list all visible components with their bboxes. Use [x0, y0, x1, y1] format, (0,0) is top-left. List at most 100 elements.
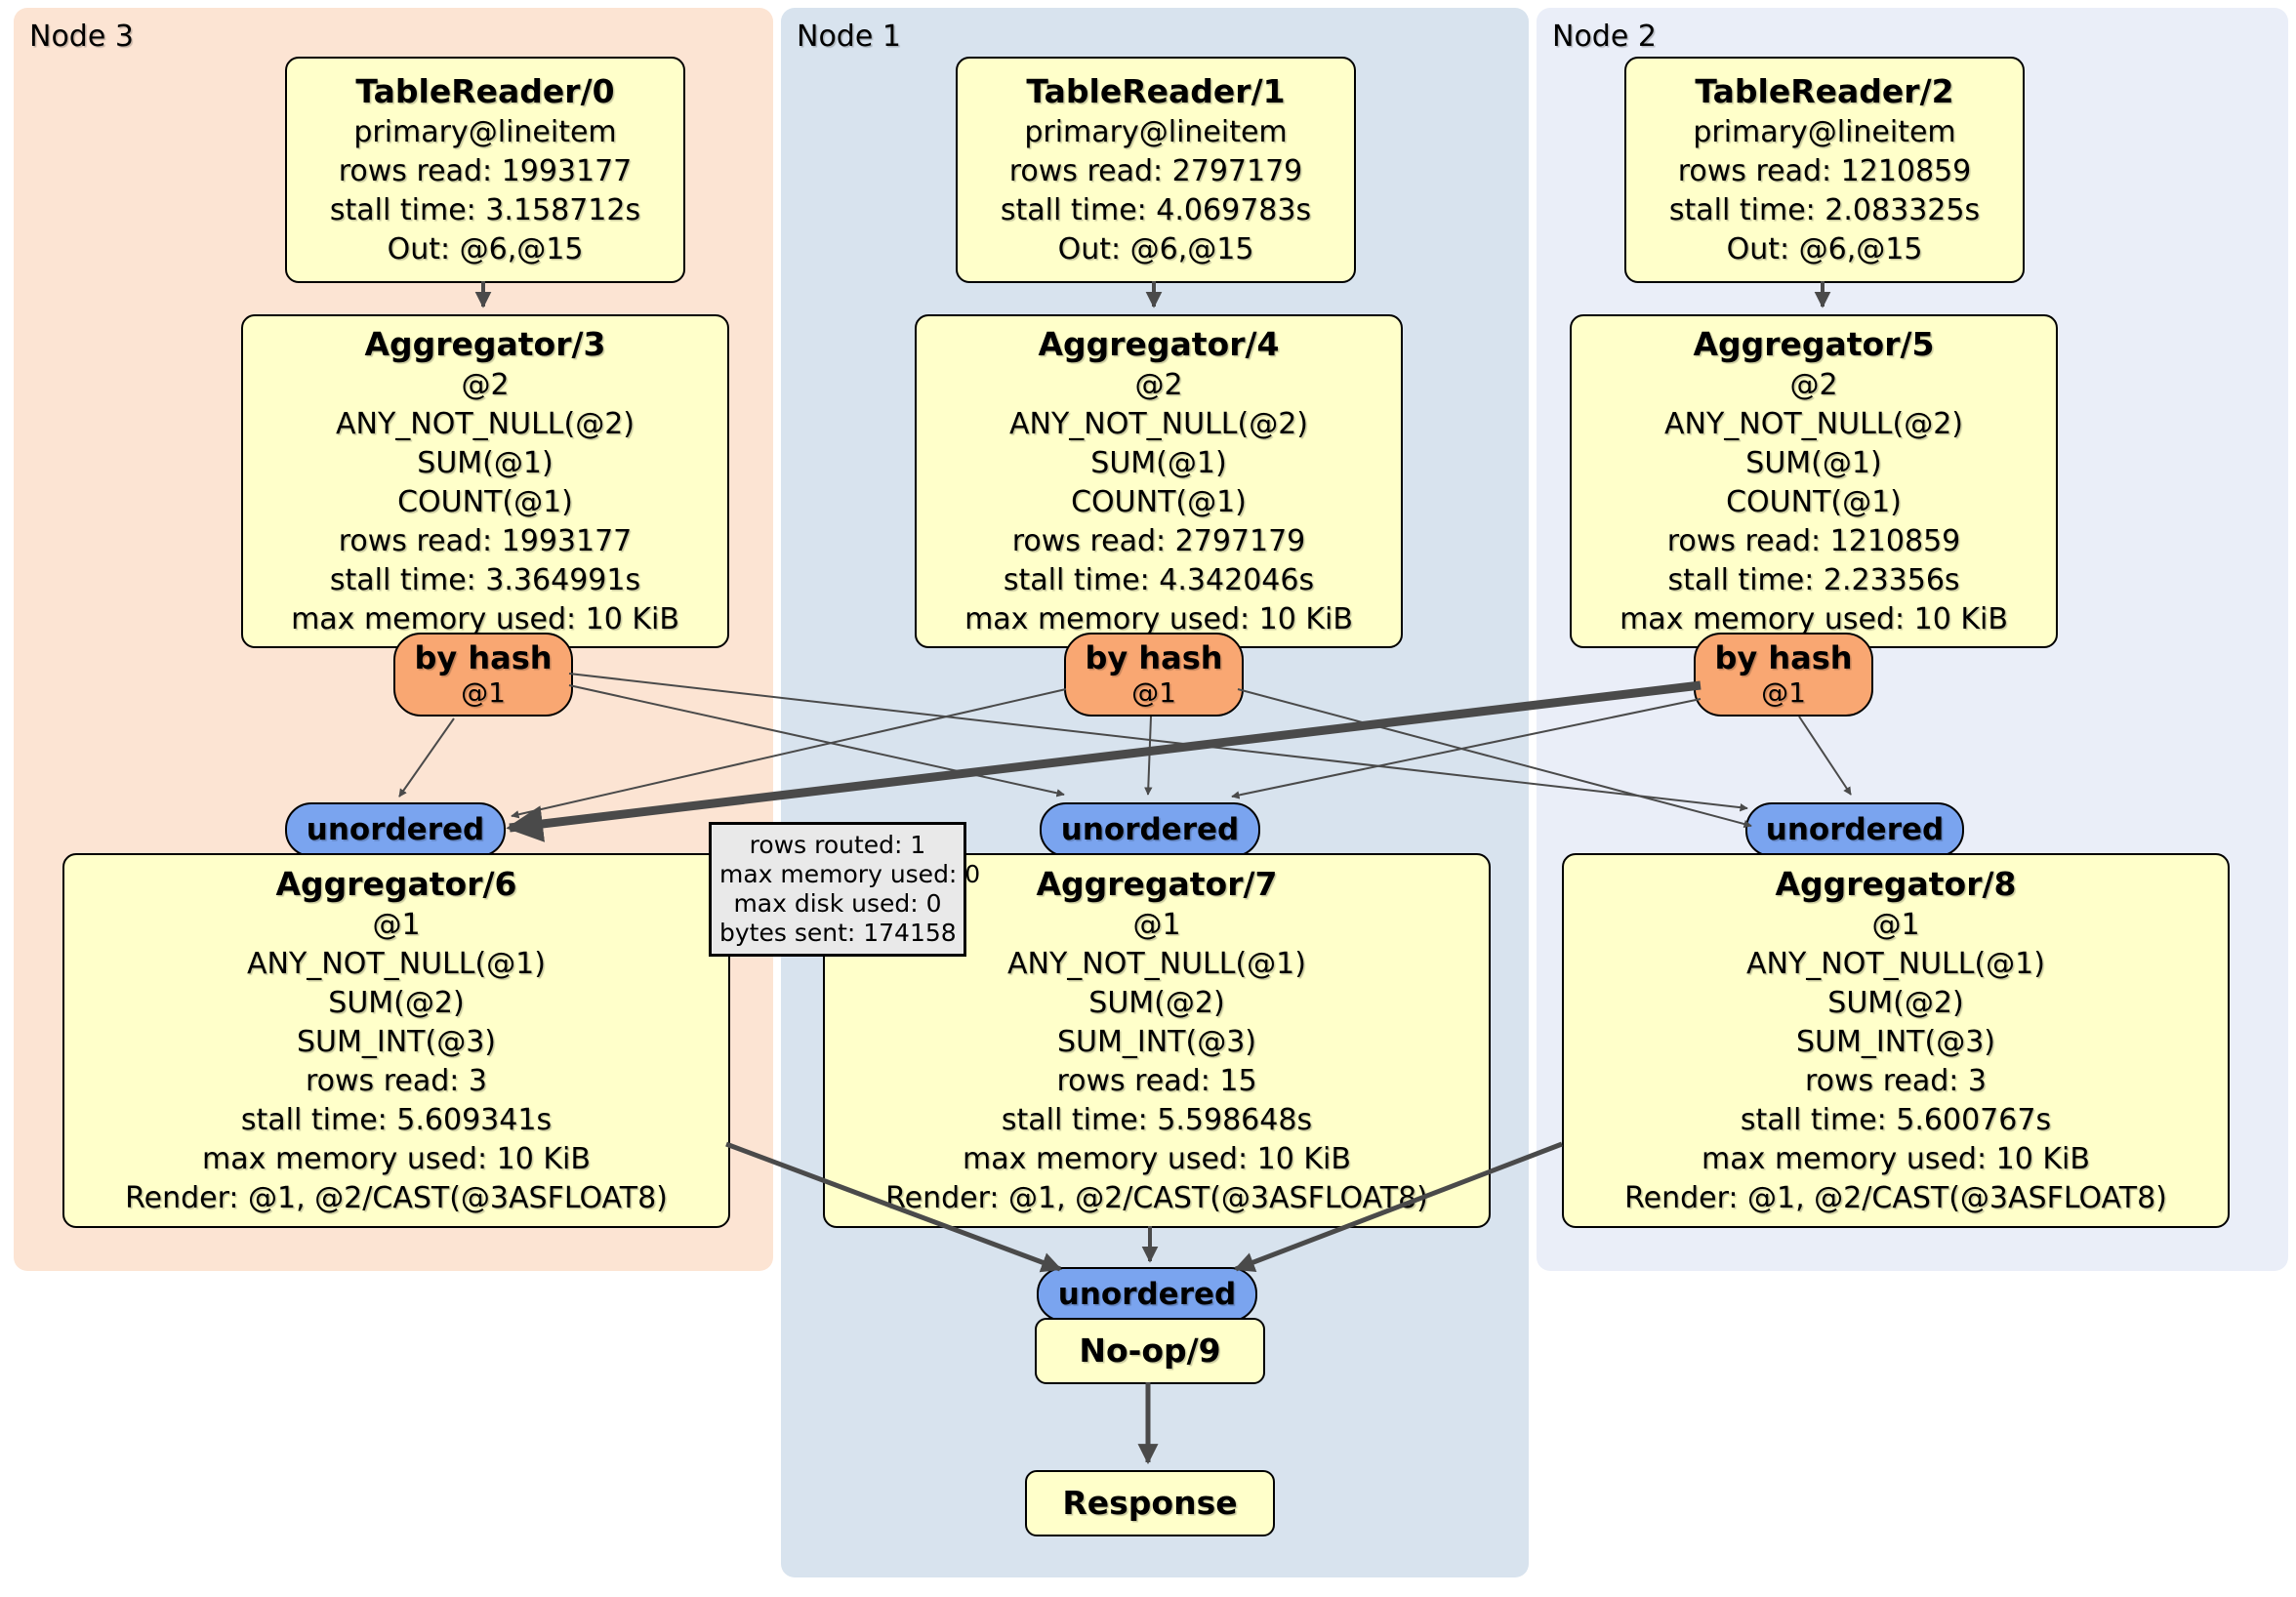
- processor-title: No-op/9: [1079, 1331, 1221, 1370]
- box-line: stall time: 4.342046s: [1003, 563, 1315, 597]
- box-line: @2: [461, 368, 510, 402]
- processor-tablereader-2: TableReader/2 primary@lineitem rows read:…: [1624, 57, 2025, 283]
- box-line: stall time: 4.069783s: [1000, 193, 1312, 227]
- box-line: SUM(@1): [1745, 446, 1882, 480]
- box-line: COUNT(@1): [397, 485, 573, 519]
- sync-unordered-node2: unordered: [1745, 802, 1964, 857]
- box-line: rows read: 2797179: [1011, 524, 1306, 558]
- box-line: Out: @6,@15: [387, 232, 584, 266]
- box-line: SUM(@2): [1827, 986, 1964, 1020]
- router-by-hash-3: by hash @1: [393, 633, 573, 717]
- processor-tablereader-0: TableReader/0 primary@lineitem rows read:…: [285, 57, 685, 283]
- sync-unordered-final: unordered: [1037, 1267, 1257, 1322]
- box-line: @2: [1134, 368, 1183, 402]
- router-label: by hash: [1085, 639, 1223, 676]
- router-by-hash-4: by hash @1: [1064, 633, 1244, 717]
- router-label: by hash: [1714, 639, 1853, 676]
- processor-title: Aggregator/4: [1038, 325, 1280, 363]
- box-line: max memory used: 10 KiB: [1620, 602, 2008, 636]
- processor-title: Aggregator/3: [364, 325, 606, 363]
- box-line: rows read: 15: [1056, 1064, 1257, 1098]
- box-line: @1: [1132, 908, 1181, 942]
- sync-unordered-node1: unordered: [1040, 802, 1260, 857]
- box-line: stall time: 5.600767s: [1740, 1103, 2052, 1137]
- box-line: Out: @6,@15: [1057, 232, 1254, 266]
- box-line: max disk used: 0: [733, 889, 942, 918]
- box-line: ANY_NOT_NULL(@1): [1006, 947, 1306, 981]
- box-line: max memory used: 10 KiB: [202, 1142, 591, 1176]
- box-line: rows read: 1993177: [338, 524, 633, 558]
- box-line: Render: @1, @2/CAST(@3ASFLOAT8): [1624, 1181, 2167, 1215]
- box-line: primary@lineitem: [353, 115, 617, 149]
- box-line: bytes sent: 174158: [719, 919, 957, 947]
- router-detail: @1: [1761, 676, 1806, 709]
- router-detail: @1: [461, 676, 506, 709]
- box-line: @2: [1789, 368, 1838, 402]
- box-line: ANY_NOT_NULL(@1): [246, 947, 546, 981]
- box-line: SUM(@2): [328, 986, 465, 1020]
- box-line: SUM(@1): [1090, 446, 1227, 480]
- box-line: stall time: 2.083325s: [1668, 193, 1981, 227]
- box-line: stall time: 5.609341s: [240, 1103, 553, 1137]
- region-label-node-2: Node 2: [1552, 20, 1657, 54]
- router-by-hash-5: by hash @1: [1694, 633, 1873, 717]
- box-line: rows read: 2797179: [1008, 154, 1303, 188]
- processor-title: Aggregator/7: [1036, 865, 1278, 903]
- box-line: max memory used: 10 KiB: [964, 602, 1353, 636]
- box-line: SUM_INT(@3): [296, 1025, 496, 1059]
- box-line: COUNT(@1): [1071, 485, 1247, 519]
- processor-title: Response: [1062, 1484, 1238, 1522]
- region-label-node-1: Node 1: [797, 20, 901, 54]
- processor-details: primary@lineitem rows read: 2797179 stall …: [1001, 113, 1311, 269]
- box-line: @1: [372, 908, 421, 942]
- box-line: rows read: 3: [305, 1064, 487, 1098]
- box-line: max memory used: 10 KiB: [1702, 1142, 2090, 1176]
- box-line: max memory used: 10 KiB: [291, 602, 679, 636]
- box-line: SUM_INT(@3): [1056, 1025, 1256, 1059]
- processor-title: TableReader/2: [1695, 72, 1954, 110]
- box-line: rows routed: 1: [749, 831, 926, 859]
- box-line: primary@lineitem: [1693, 115, 1956, 149]
- region-label-node-3: Node 3: [29, 20, 134, 54]
- processor-title: TableReader/1: [1026, 72, 1286, 110]
- box-line: Out: @6,@15: [1726, 232, 1923, 266]
- box-line: SUM_INT(@3): [1795, 1025, 1995, 1059]
- box-line: @1: [1871, 908, 1920, 942]
- box-line: max memory used: 0: [719, 860, 981, 888]
- box-line: SUM(@2): [1088, 986, 1225, 1020]
- box-line: max memory used: 10 KiB: [963, 1142, 1351, 1176]
- processor-response: Response: [1025, 1470, 1275, 1536]
- box-line: SUM(@1): [417, 446, 554, 480]
- box-line: ANY_NOT_NULL(@1): [1745, 947, 2045, 981]
- box-line: stall time: 3.364991s: [329, 563, 641, 597]
- processor-title: Aggregator/5: [1693, 325, 1935, 363]
- processor-title: TableReader/0: [355, 72, 615, 110]
- router-label: by hash: [414, 639, 553, 676]
- box-line: rows read: 1210859: [1666, 524, 1961, 558]
- box-line: rows read: 3: [1804, 1064, 1987, 1098]
- processor-details: primary@lineitem rows read: 1210859 stall …: [1669, 113, 1980, 269]
- box-line: stall time: 5.598648s: [1001, 1103, 1313, 1137]
- router-detail: @1: [1131, 676, 1176, 709]
- box-line: Render: @1, @2/CAST(@3ASFLOAT8): [125, 1181, 668, 1215]
- box-line: rows read: 1210859: [1677, 154, 1972, 188]
- box-line: stall time: 2.23356s: [1667, 563, 1960, 597]
- box-line: rows read: 1993177: [338, 154, 633, 188]
- processor-title: Aggregator/6: [275, 865, 517, 903]
- box-line: primary@lineitem: [1024, 115, 1288, 149]
- box-line: ANY_NOT_NULL(@2): [336, 407, 635, 441]
